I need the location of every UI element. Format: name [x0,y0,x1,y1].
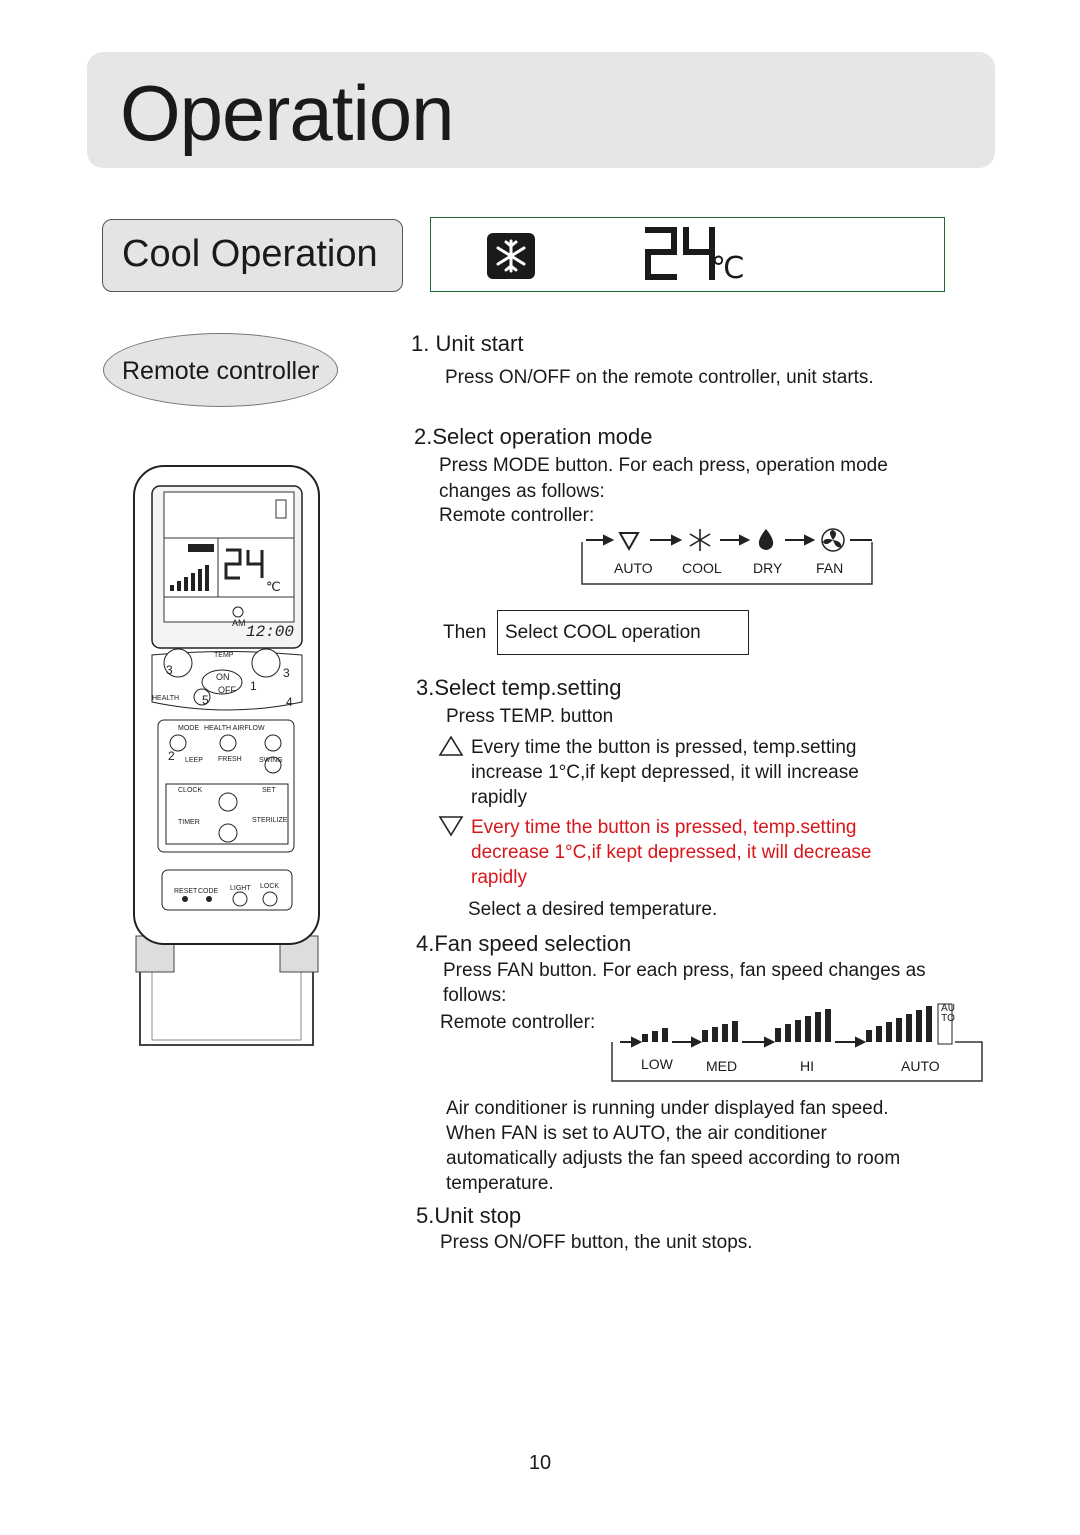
temp-up-text: increase 1°C,if kept depressed, it will … [471,762,859,783]
remote-lock-label: LOCK [260,883,279,890]
remote-health-label: HEALTH [152,695,179,702]
page-title: Operation [120,69,455,157]
step-1-text: Press ON/OFF on the remote controller, u… [445,367,874,388]
mode-label-cool: COOL [682,560,722,576]
mode-label-fan: FAN [816,560,844,576]
step-3-heading: 3.Select temp.setting [416,675,622,700]
header-banner [87,52,995,168]
remote-timer-label: TIMER [178,819,200,826]
triangle-down-icon [438,816,464,837]
dry-mode-icon [758,529,774,550]
remote-display-ampm: AM [232,618,246,628]
fan-mode-icon [821,528,845,552]
remote-sleep-label: LEEP [185,757,203,764]
step-1-heading: 1. Unit start [411,331,524,356]
fan-label-low: LOW [641,1056,673,1072]
remote-callout: 3 [166,663,173,677]
section-title-box [102,219,403,292]
triangle-up-icon [438,735,464,756]
snowflake-icon [487,233,535,279]
remote-light-label: LIGHT [230,885,251,892]
auto-mode-icon [618,532,640,552]
step-4-after-text: temperature. [446,1173,554,1194]
temp-down-text: Every time the button is pressed, temp.s… [471,817,857,838]
unit-display-panel [430,217,945,292]
fan-label-hi: HI [800,1058,814,1074]
cool-mode-icon [689,529,711,551]
remote-health-airflow-label: HEALTH AIRFLOW [204,725,265,732]
step-3-note: Select a desired temperature. [468,899,718,920]
temp-down-text: decrease 1°C,if kept depressed, it will … [471,842,872,863]
step-4-after-text: automatically adjusts the fan speed acco… [446,1148,901,1169]
mode-sequence-diagram [581,528,873,585]
remote-code-label: CODE [198,888,219,895]
remote-callout: 2 [168,749,175,763]
step-3-text: Press TEMP. button [446,706,614,727]
step-2-text: changes as follows: [439,481,605,502]
temperature-unit: ℃ [711,252,745,285]
remote-controller-illustration: ℃ AM 12:00 TEMP ON OFF HEALTH MODE HEALT… [133,465,320,1046]
temp-down-text: rapidly [471,867,527,888]
step-2-heading: 2.Select operation mode [414,424,653,449]
remote-display-unit: ℃ [266,579,281,594]
mode-label-dry: DRY [753,560,783,576]
remote-off-label: OFF [218,685,236,695]
remote-callout: 3 [283,666,290,680]
step-2-text: Remote controller: [439,505,595,526]
step-4-text: follows: [443,985,507,1006]
select-cool-box [497,610,749,655]
select-cool-text: Select COOL operation [505,622,701,643]
remote-on-label: ON [216,672,230,682]
remote-callout: 4 [286,695,293,709]
remote-display-time: 12:00 [246,623,294,641]
then-label: Then [443,622,487,643]
step-5-text: Press ON/OFF button, the unit stops. [440,1232,753,1253]
fan-auto-vertical-label: AUTO [941,1003,955,1024]
remote-swing-label: SWING [259,757,283,764]
remote-set-label: SET [262,787,276,794]
temp-up-text: Every time the button is pressed, temp.s… [471,737,857,758]
mode-label-auto: AUTO [614,560,653,576]
step-4-text: Remote controller: [440,1012,596,1033]
section-title: Cool Operation [122,233,378,275]
remote-mode-label: MODE [178,725,199,732]
remote-temp-label: TEMP [214,652,234,659]
fan-label-auto: AUTO [901,1058,940,1074]
step-5-heading: 5.Unit stop [416,1203,522,1228]
fan-label-med: MED [706,1058,738,1074]
remote-controller-label: Remote controller [122,357,320,385]
page-number: 10 [528,1452,552,1474]
temp-up-text: rapidly [471,787,527,808]
remote-reset-label: RESET [174,888,198,895]
remote-fresh-label: FRESH [218,756,242,763]
remote-callout: 5 [202,693,209,707]
step-4-heading: 4.Fan speed selection [416,931,632,956]
step-2-text: Press MODE button. For each press, opera… [439,455,888,476]
fan-speed-diagram [611,1003,983,1082]
step-4-text: Press FAN button. For each press, fan sp… [443,960,926,981]
step-4-after-text: Air conditioner is running under display… [446,1098,889,1119]
remote-clock-label: CLOCK [178,787,202,794]
remote-sterilize-label: STERILIZE [252,817,288,824]
remote-controller-label-bubble [103,333,338,407]
step-4-after-text: When FAN is set to AUTO, the air conditi… [446,1123,827,1144]
seven-segment-temperature [645,227,715,280]
remote-callout: 1 [250,679,257,693]
